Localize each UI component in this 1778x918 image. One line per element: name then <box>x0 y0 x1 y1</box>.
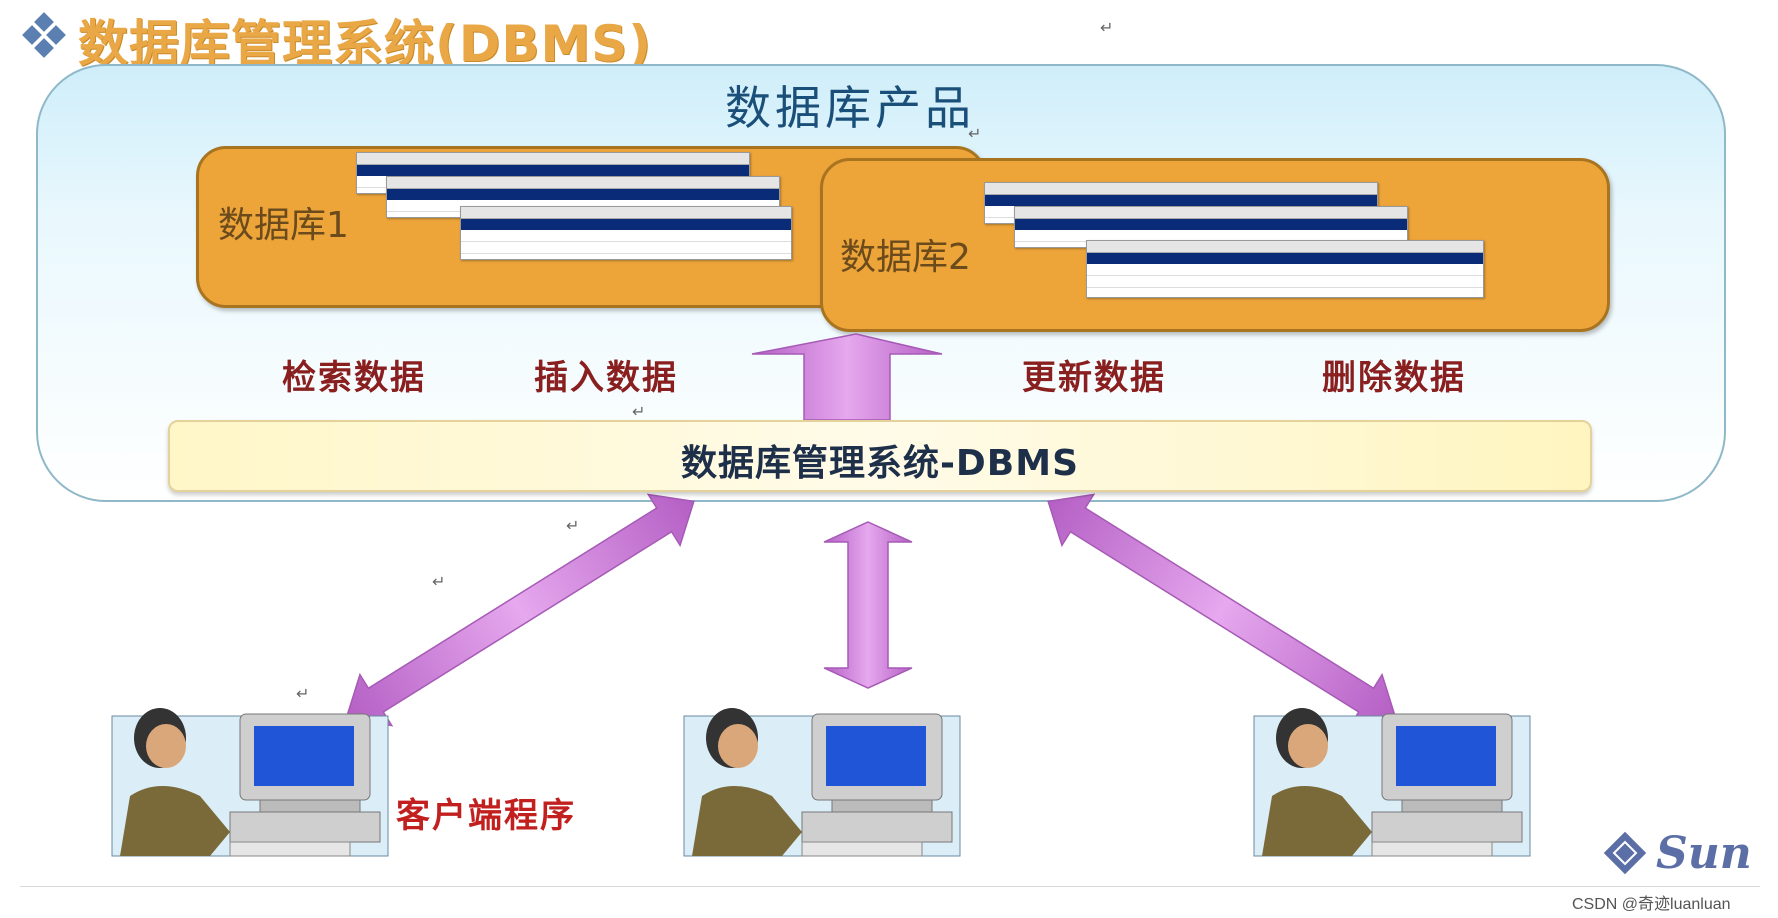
operation-insert: 插入数据 <box>534 358 678 398</box>
sun-logo-text: Sun <box>1656 828 1752 879</box>
return-mark: ↵ <box>566 516 580 535</box>
diamond-bullet-icon <box>22 12 66 58</box>
client-program-label: 客户端程序 <box>396 796 576 836</box>
middle-double-arrow <box>823 521 913 689</box>
return-mark: ↵ <box>968 124 982 143</box>
sun-logo-icon <box>1603 831 1647 875</box>
watermark: CSDN @奇迹luanluan <box>1572 896 1731 913</box>
operation-delete: 删除数据 <box>1322 358 1466 398</box>
database-2-label: 数据库2 <box>840 237 971 278</box>
return-mark: ↵ <box>296 684 310 703</box>
sun-logo: Sun <box>1596 828 1766 884</box>
table-thumbnail <box>1086 240 1484 298</box>
client-computer-icon <box>111 708 389 857</box>
return-mark: ↵ <box>632 402 646 421</box>
return-mark: ↵ <box>1100 18 1114 37</box>
divider <box>20 886 1760 887</box>
return-mark: ↵ <box>432 572 446 591</box>
table-thumbnail <box>460 206 792 260</box>
client-computer-icon <box>1253 708 1531 857</box>
database-1-label: 数据库1 <box>218 205 349 246</box>
up-arrow-dbms-to-databases <box>751 333 943 421</box>
client-computer-icon <box>683 708 961 857</box>
dbms-label: 数据库管理系统-DBMS <box>680 443 1080 484</box>
operation-update: 更新数据 <box>1022 358 1166 398</box>
operation-retrieve: 检索数据 <box>282 358 426 398</box>
dbms-bar <box>168 420 1592 492</box>
page-title: 数据库管理系统(DBMS) <box>78 15 653 73</box>
product-label: 数据库产品 <box>725 81 975 135</box>
